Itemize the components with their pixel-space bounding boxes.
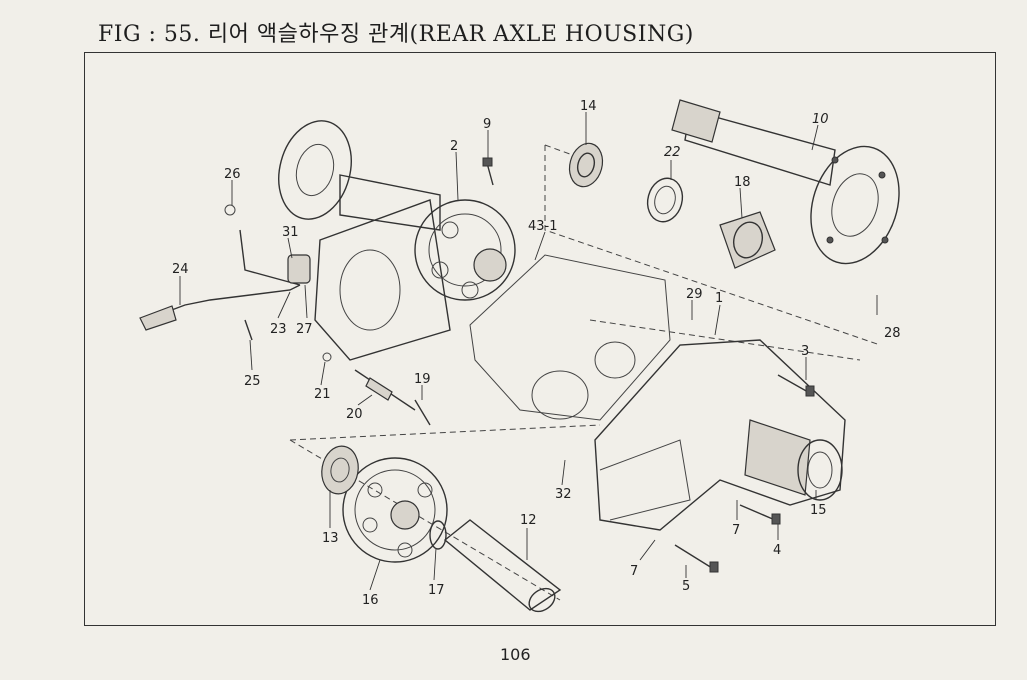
callout-20: 20 bbox=[346, 407, 363, 422]
callout-2: 2 bbox=[450, 139, 458, 154]
callout-15: 15 bbox=[810, 503, 827, 518]
callout-32: 32 bbox=[555, 487, 572, 502]
callout-19: 19 bbox=[414, 372, 431, 387]
shaft-and-clip bbox=[322, 352, 431, 426]
seals-and-bearing bbox=[568, 142, 776, 269]
rear-axle-shaft bbox=[671, 99, 900, 265]
callout-27: 27 bbox=[296, 322, 313, 337]
callout-12: 12 bbox=[520, 513, 537, 528]
callout-23: 23 bbox=[270, 322, 287, 337]
callout-26: 26 bbox=[224, 167, 241, 182]
callout-9: 9 bbox=[483, 117, 491, 132]
bolts bbox=[482, 157, 815, 573]
callout-18: 18 bbox=[734, 175, 751, 190]
callout-5: 5 bbox=[682, 579, 690, 594]
callout-25: 25 bbox=[244, 374, 261, 389]
callout-10: 10 bbox=[812, 112, 829, 127]
reference-lines bbox=[289, 144, 881, 601]
right-axle-housing bbox=[594, 339, 846, 531]
callout-28: 28 bbox=[884, 326, 901, 341]
callout-22: 22 bbox=[664, 145, 681, 160]
callout-14: 14 bbox=[580, 99, 597, 114]
brake-lever-assembly bbox=[139, 204, 311, 341]
gasket bbox=[469, 254, 671, 421]
callout-7b: 7 bbox=[630, 564, 638, 579]
figure-title: FIG : 55. 리어 액슬하우징 관계(REAR AXLE HOUSING) bbox=[98, 22, 694, 47]
callout-labels: 1 2 3 4 5 7 7 9 10 12 13 14 15 16 17 18 … bbox=[172, 99, 901, 608]
leader-lines bbox=[179, 112, 878, 591]
diagram-frame bbox=[84, 52, 996, 626]
callout-7a: 7 bbox=[732, 523, 740, 538]
callout-21: 21 bbox=[314, 387, 331, 402]
callout-24: 24 bbox=[172, 262, 189, 277]
callout-17: 17 bbox=[428, 583, 445, 598]
callout-43-1: 43-1 bbox=[528, 219, 558, 234]
page-number: 106 bbox=[500, 645, 531, 664]
callout-29: 29 bbox=[686, 287, 703, 302]
final-gear-assembly bbox=[321, 445, 562, 613]
callout-13: 13 bbox=[322, 531, 339, 546]
callout-1: 1 bbox=[715, 291, 723, 306]
left-axle-housing bbox=[278, 120, 516, 361]
callout-31: 31 bbox=[282, 225, 299, 240]
callout-16: 16 bbox=[362, 593, 379, 608]
callout-4: 4 bbox=[773, 543, 781, 558]
callout-3: 3 bbox=[801, 344, 809, 359]
